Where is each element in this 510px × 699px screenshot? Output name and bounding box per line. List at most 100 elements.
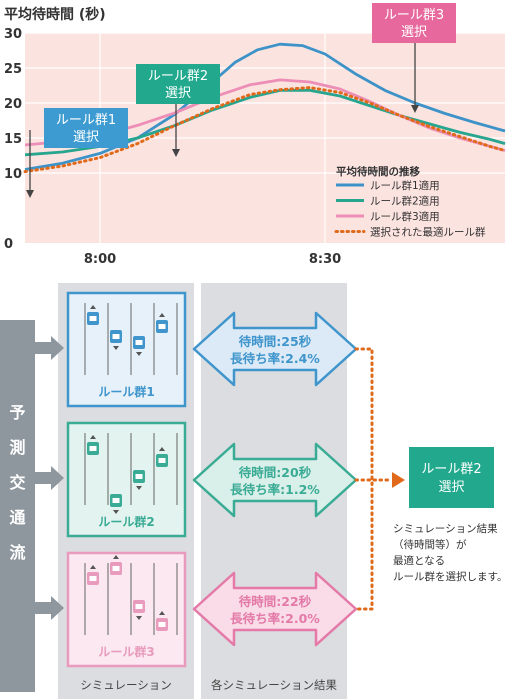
vehicle-window [158,458,166,463]
callout-box [44,108,128,148]
legend-label: ルール群3適用 [370,210,440,223]
arrow-head-icon [172,149,180,157]
arrow-head-icon [411,105,419,113]
vehicle-body [87,442,99,455]
vehicle-window [135,604,143,609]
callout-text: ルール群3 [384,8,444,23]
input-arrow [35,472,51,484]
double-arrow-icon [192,571,358,647]
callout-box [372,3,456,43]
vehicle-body [133,470,145,483]
selection-note: 最適となる [393,554,445,567]
vehicle-window [112,566,120,571]
vehicle-body [133,600,145,613]
selected-rule-text: ルール群2 [421,462,481,477]
vehicle-window [158,324,166,329]
simulation-box-1: ルール群1 [35,291,187,408]
simulation-label: ルール群1 [98,384,154,399]
y-tick-label: 10 [4,167,22,182]
result-text: 待時間:25秒 [239,334,312,349]
vehicle-window [135,474,143,479]
vehicle-icon [87,435,99,455]
legend-title: 平均待時間の推移 [336,165,420,178]
callout-text: ルール群1 [56,113,116,128]
direction-triangle-icon [136,486,142,490]
callout-rule-1: ルール群1 選択 [26,108,128,198]
direction-triangle-icon [90,565,96,569]
selection-connector [354,347,394,611]
y-tick-label: 30 [4,27,22,42]
vehicle-window [89,316,97,321]
legend-label: ルール群2適用 [370,195,440,208]
vehicle-icon [133,600,145,620]
vehicle-body [133,336,145,349]
double-arrow-icon [192,442,358,518]
simulation-label: ルール群3 [98,644,154,659]
vehicle-body [87,312,99,325]
callout-text: ルール群2 [148,69,208,84]
input-arrow [35,342,51,354]
callout-box [136,64,220,104]
vehicle-body [156,618,168,631]
vehicle-body [156,320,168,333]
vehicle-icon [156,611,168,631]
input-arrow-head-icon [51,466,64,490]
simulation-frame [66,291,187,408]
legend-label: 選択された最適ルール群 [370,226,486,239]
direction-triangle-icon [136,352,142,356]
y-tick-label: 0 [4,237,13,252]
double-arrow-icon [192,311,358,387]
vehicle-icon [110,330,122,350]
input-arrow [35,602,51,614]
direction-triangle-icon [159,313,165,317]
y-tick-label: 15 [4,132,22,147]
input-arrow-head-icon [51,336,64,360]
direction-triangle-icon [113,510,119,514]
simulation-box-2: ルール群2 [35,421,187,538]
vehicle-window [89,576,97,581]
direction-triangle-icon [90,435,96,439]
series-line-4 [23,86,507,174]
results-column-bg [201,283,347,699]
vehicle-window [89,446,97,451]
result-text: 待時間:22秒 [239,594,312,609]
direction-triangle-icon [113,346,119,350]
vehicle-icon [133,470,145,490]
chart-title: 平均待時間 (秒) [4,6,106,23]
y-tick-label: 20 [4,97,22,112]
x-tick-label: 8:00 [84,252,116,267]
simulation-frame [66,551,187,668]
vehicle-body [110,562,122,575]
input-label-char: 交 [9,473,25,492]
column-label-simulation: シミュレーション [80,678,172,692]
vehicle-icon [133,336,145,356]
callout-text: 選択 [73,130,99,145]
arrow-head-icon [26,190,34,198]
simulation-frame [66,421,187,538]
result-text: 長待ち率:2.4% [230,351,320,366]
input-arrow-head-icon [51,596,64,620]
vehicle-body [87,572,99,585]
input-bar [0,320,35,692]
simulation-column-bg [58,283,194,699]
result-text: 長待ち率:1.2% [230,482,320,497]
vehicle-body [156,454,168,467]
direction-triangle-icon [113,555,119,559]
result-text: 待時間:20秒 [239,465,312,480]
vehicle-window [158,622,166,627]
callout-text: 選択 [165,86,191,101]
vehicle-icon [110,555,122,575]
selection-note: （待時間等）が [393,538,467,551]
vehicle-icon [156,447,168,467]
result-text: 長待ち率:2.0% [230,611,320,626]
input-label-char: 通 [9,508,25,527]
input-label-char: 測 [9,438,25,457]
vehicle-icon [87,565,99,585]
input-label-char: 予 [9,403,25,422]
vehicle-icon [110,494,122,514]
